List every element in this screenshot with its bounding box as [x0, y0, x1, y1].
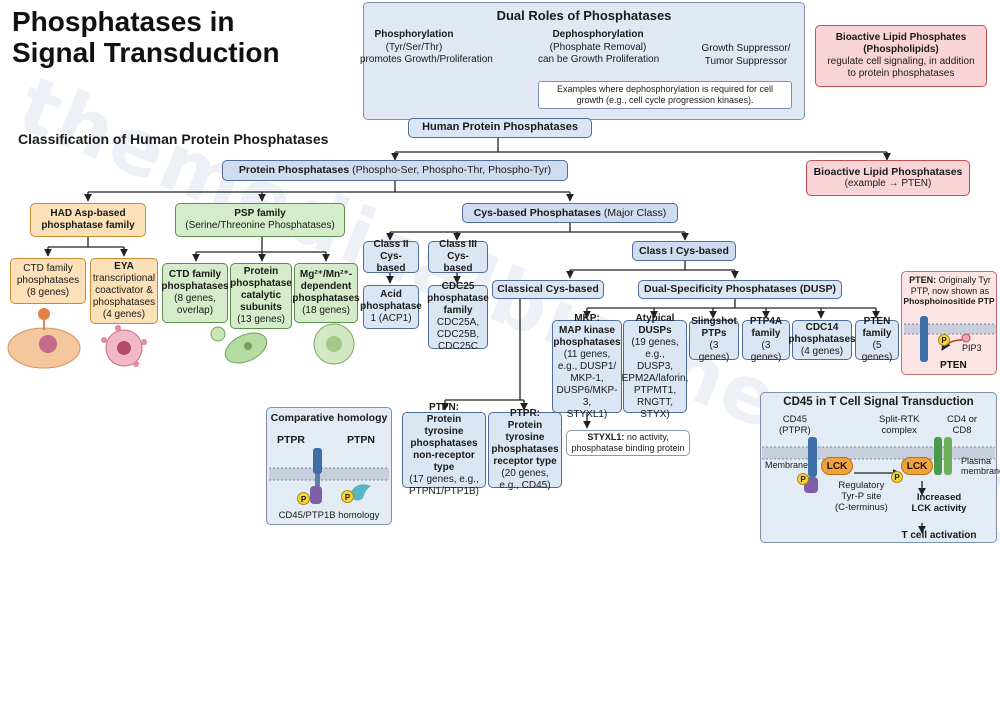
- p-badge-right: P: [341, 490, 354, 503]
- acp1-box: Acid phosphatase 1 (ACP1): [360, 285, 422, 329]
- had-family-box: HAD Asp-based phosphatase family: [30, 203, 146, 237]
- title-line-2: Signal Transduction: [12, 37, 280, 69]
- plasma-membrane-label: Plasma membrane: [961, 456, 1000, 476]
- dusp-box: Dual-Specificity Phosphatases (DUSP): [638, 280, 842, 299]
- membrane-label: Membrane: [765, 460, 809, 470]
- cdc14-box: CDC14 phosphatases (4 genes): [788, 320, 856, 360]
- pten-illustration: [904, 316, 996, 362]
- t-cell-activation-label: T cell activation: [901, 530, 977, 541]
- cd45-p-badge-2: P: [891, 471, 903, 483]
- pip3-label: PIP3: [962, 343, 982, 353]
- homology-title: Comparative homology: [270, 412, 388, 424]
- cdc25-box: CDC25 phosphatase family CDC25A, CDC25B,…: [427, 281, 489, 352]
- homology-ptpr-label: PTPR: [277, 434, 306, 446]
- cd45-label: CD45 (PTPR): [779, 414, 811, 436]
- cell-icon-4: [313, 323, 355, 365]
- cys-based-box: Cys-based Phosphatases (Major Class): [462, 203, 678, 223]
- psp-family-box: PSP family (Serine/Threonine Phosphatase…: [175, 203, 345, 237]
- atypical-dusp-box: Atypical DUSPs (19 genes, e.g., DUSP3, E…: [621, 312, 689, 420]
- classical-cys-box: Classical Cys-based: [492, 280, 604, 299]
- title-line-1: Phosphatases in: [12, 6, 235, 37]
- homology-illustration: [269, 448, 389, 504]
- cell-icon-3: [210, 326, 268, 364]
- homology-panel: Comparative homology PTPR PTPN P P CD45/…: [266, 407, 392, 525]
- classification-heading: Classification of Human Protein Phosphat…: [18, 131, 329, 147]
- dual-roles-panel: Dual Roles of Phosphatases Phosphorylati…: [360, 2, 805, 120]
- increased-lck-label: Increased LCK activity: [911, 492, 967, 514]
- dephosphorylation-text: Dephosphorylation (Phosphate Removal) ca…: [538, 29, 660, 65]
- phosphorylation-text: Phosphorylation (Tyr/Ser/Thr) promotes G…: [360, 29, 493, 65]
- cd45-panel: CD45 in T Cell Signal Transduction CD45 …: [760, 392, 1000, 543]
- pten-panel-text: PTEN: Originally Tyr PTP, now shown as P…: [903, 275, 995, 307]
- bioactive-lipid-phosphatases-box: Bioactive Lipid Phosphatases (example → …: [806, 160, 970, 196]
- bioactive-lipid-phosphates-box: Bioactive Lipid Phosphates (Phospholipid…: [815, 25, 987, 87]
- protein-phosphatases-box: Protein Phosphatases (Phospho-Ser, Phosp…: [222, 160, 568, 181]
- pp-catalytic-box: Protein phosphatase catalytic subunits (…: [230, 263, 292, 329]
- mkp-box: MKP: MAP kinase phosphatases (11 genes, …: [552, 312, 622, 420]
- cell-illustrations: [7, 308, 355, 369]
- eya-box: EYA transcriptional coactivator & phosph…: [90, 258, 158, 324]
- dual-roles-heading: Dual Roles of Phosphatases: [496, 8, 672, 23]
- lck-left: LCK: [821, 457, 853, 475]
- split-rtk-label: Split-RTK complex: [879, 414, 920, 436]
- pten-p-badge: P: [938, 334, 950, 346]
- regulatory-site-label: Regulatory Tyr-P site (C-terminus): [835, 480, 888, 513]
- ptpn-box: PTPN: Protein tyrosine phosphatases non-…: [402, 402, 486, 497]
- cd4-cd8-label: CD4 or CD8: [947, 414, 978, 436]
- pten-panel: PTEN: Originally Tyr PTP, now shown as P…: [901, 271, 997, 375]
- page-title: Phosphatases in Signal Transduction: [12, 6, 280, 69]
- cd45-title: CD45 in T Cell Signal Transduction: [783, 396, 974, 408]
- connector-lines: [44, 39, 891, 429]
- lck-right: LCK: [901, 457, 933, 475]
- ctd-had-box: CTD family phosphatases (8 genes): [10, 258, 86, 304]
- cell-icon-1: [7, 308, 81, 369]
- class-ii-box: Class II Cys-based: [363, 239, 419, 274]
- ptpr-box: PTPR: Protein tyrosine phosphatases rece…: [488, 408, 562, 491]
- cd45-p-badge-1: P: [797, 473, 809, 485]
- class-iii-box: Class III Cys-based: [428, 239, 488, 274]
- ptp4a-box: PTP4A family (3 genes): [742, 316, 790, 363]
- pten-family-box: PTEN family (5 genes): [855, 316, 899, 363]
- class-i-box: Class I Cys-based: [632, 241, 736, 261]
- homology-ptpn-label: PTPN: [347, 434, 376, 446]
- homology-caption: CD45/PTP1B homology: [278, 510, 380, 521]
- ctd-psp-box: CTD family phosphatases (8 genes, overla…: [161, 263, 229, 323]
- human-protein-phosphatases-box: Human Protein Phosphatases: [408, 118, 592, 138]
- slingshot-box: Slingshot PTPs (3 genes): [689, 316, 739, 363]
- suppressor-text: Growth Suppressor/ Tumor Suppressor: [701, 43, 791, 67]
- cell-icon-2: [101, 325, 147, 367]
- example-note: Examples where dephosphorylation is requ…: [538, 81, 792, 109]
- p-badge-left: P: [297, 492, 310, 505]
- pten-label: PTEN: [940, 360, 967, 371]
- styxl1-box: STYXL1: no activity, phosphatase binding…: [566, 430, 690, 456]
- mg-mn-box: Mg²⁺/Mn²⁺- dependent phosphatases (18 ge…: [292, 263, 360, 323]
